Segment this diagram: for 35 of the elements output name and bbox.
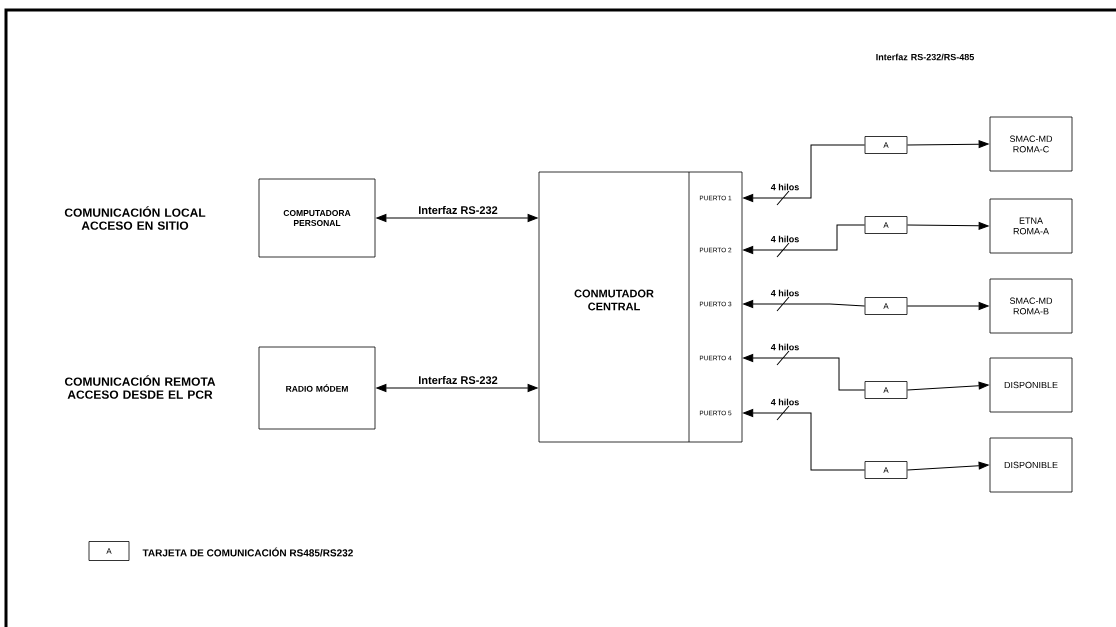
card-box: A	[864, 461, 908, 479]
access-label: COMUNICACIÓN LOCAL ACCESO EN SITIO	[64, 206, 206, 230]
arrow	[906, 221, 989, 230]
bus-arrow	[743, 296, 866, 312]
arrow	[376, 384, 538, 392]
edge-label: 4 hilos	[770, 398, 799, 406]
arrow	[376, 214, 538, 222]
bus-arrow	[743, 144, 866, 206]
edge-label: Interfaz RS-232	[419, 205, 498, 215]
device-box: SMAC-MD ROMA-B	[989, 278, 1073, 334]
arrow	[906, 461, 989, 471]
access-label: COMUNICACIÓN REMOTA ACCESO DESDE EL PCR	[64, 375, 216, 399]
bus-arrow	[743, 224, 866, 258]
edge-label: 4 hilos	[770, 289, 799, 297]
device-box: COMPUTADORA PERSONAL	[258, 178, 376, 258]
arrow	[906, 381, 989, 391]
card-box: A	[864, 381, 908, 399]
edge-label: 4 hilos	[770, 343, 799, 351]
arrow	[906, 302, 989, 310]
edge-label: Interfaz RS-232	[419, 375, 498, 385]
device-box: RADIO MÓDEM	[258, 346, 376, 430]
device-box: ETNA ROMA-A	[989, 198, 1073, 254]
bus-arrow	[743, 350, 866, 391]
device-box: DISPONIBLE	[989, 437, 1073, 493]
edge-label: 4 hilos	[770, 183, 799, 191]
device-box: SMAC-MD ROMA-C	[989, 116, 1073, 172]
device-box: DISPONIBLE	[989, 357, 1073, 413]
card-box: A	[864, 136, 908, 154]
card-box: A	[864, 297, 908, 315]
legend-text: TARJETA DE COMUNICACIÓN RS485/RS232	[142, 547, 353, 557]
interface-heading: Interfaz RS-232/RS-485	[876, 53, 974, 61]
edge-label: 4 hilos	[770, 235, 799, 243]
bus-arrow	[743, 405, 866, 471]
arrow	[906, 140, 989, 149]
card-box: A	[864, 216, 908, 234]
